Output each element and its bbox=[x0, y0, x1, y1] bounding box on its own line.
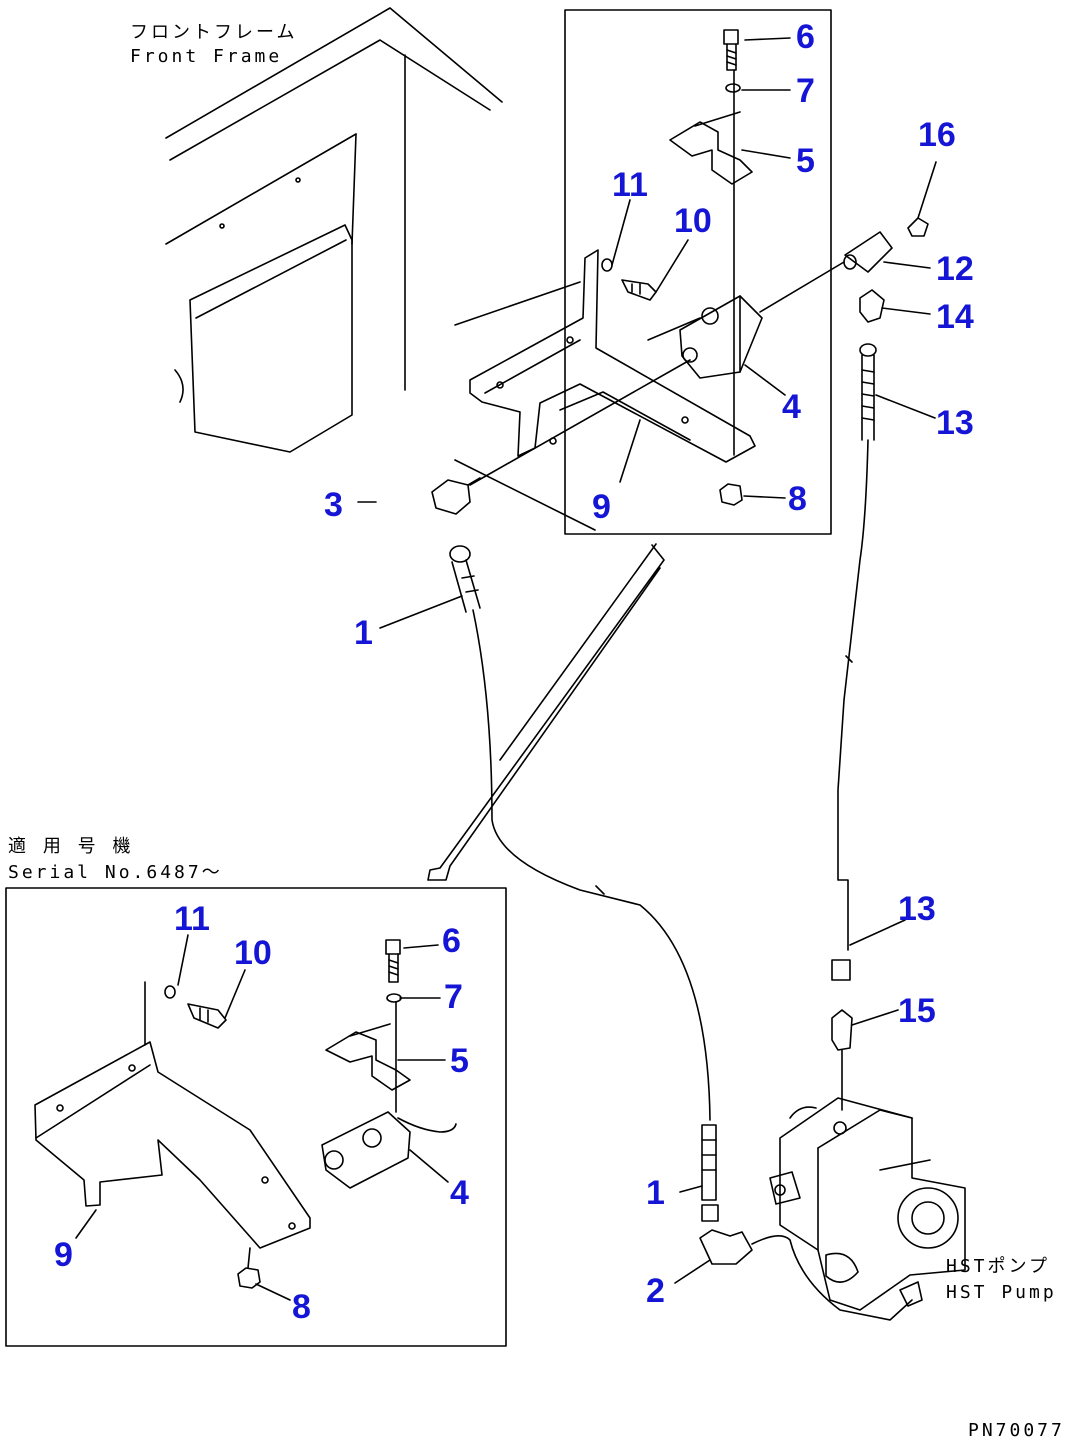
detail-switch-4 bbox=[321, 1111, 457, 1189]
hose-1 bbox=[449, 545, 719, 1222]
hst-pump-label-jp: HSTポンプ bbox=[946, 1256, 1050, 1277]
detail-callout-8: 8 bbox=[292, 1288, 311, 1326]
cap-16 bbox=[907, 217, 929, 237]
main-detail-frame bbox=[564, 9, 832, 535]
adapter-14 bbox=[859, 289, 885, 323]
callout-numbers: 6 7 5 11 10 16 12 14 4 13 3 9 8 1 13 15 … bbox=[54, 18, 974, 1326]
callout-6: 6 bbox=[796, 18, 815, 56]
callout-2: 2 bbox=[646, 1272, 665, 1310]
drawing-code: PN70077 bbox=[968, 1420, 1065, 1441]
callout-4: 4 bbox=[782, 388, 801, 426]
detail-clamp-5 bbox=[325, 1023, 411, 1091]
front-frame-label-jp: フロントフレーム bbox=[130, 22, 297, 43]
serial-label-en: Serial No.6487～ bbox=[8, 862, 223, 883]
main-switch-4 bbox=[647, 295, 763, 379]
callout-13-top: 13 bbox=[936, 404, 974, 442]
adapter-15 bbox=[831, 1009, 853, 1111]
detail-callout-5: 5 bbox=[450, 1042, 469, 1080]
serial-label-jp: 適 用 号 機 bbox=[8, 836, 134, 857]
front-frame bbox=[165, 7, 596, 531]
callout-14: 14 bbox=[936, 298, 974, 336]
detail-bolt-6 bbox=[385, 939, 401, 983]
main-clamp-5 bbox=[669, 111, 753, 185]
detail-callout-9: 9 bbox=[54, 1236, 73, 1274]
main-washer-11 bbox=[601, 258, 613, 272]
detail-nut-8 bbox=[237, 1267, 261, 1289]
elbow-2 bbox=[699, 1229, 753, 1265]
hst-pump-label-en: HST Pump bbox=[946, 1282, 1057, 1303]
serial-detail-frame bbox=[5, 887, 507, 1347]
callout-10: 10 bbox=[674, 202, 712, 240]
sensor-12 bbox=[759, 231, 893, 313]
callout-3: 3 bbox=[324, 486, 343, 524]
main-bolt-10 bbox=[621, 279, 657, 301]
detail-arrow bbox=[427, 543, 665, 881]
captions: フロントフレーム Front Frame 適 用 号 機 Serial No.6… bbox=[8, 22, 1065, 1441]
detail-callout-4: 4 bbox=[450, 1174, 469, 1212]
callout-11: 11 bbox=[612, 166, 648, 204]
callout-1-bottom: 1 bbox=[646, 1174, 665, 1212]
detail-callout-11: 11 bbox=[174, 900, 210, 938]
main-nut-8 bbox=[719, 483, 743, 506]
detail-bracket bbox=[34, 981, 311, 1269]
hst-pump bbox=[751, 1097, 966, 1321]
callout-15: 15 bbox=[898, 992, 936, 1030]
main-connector-3 bbox=[431, 359, 691, 515]
detail-bolt-10 bbox=[187, 1003, 227, 1029]
callout-1-top: 1 bbox=[354, 614, 373, 652]
detail-washer-11 bbox=[164, 985, 176, 999]
callout-12: 12 bbox=[936, 250, 974, 288]
main-bolt-6 bbox=[723, 29, 739, 71]
detail-callout-7: 7 bbox=[444, 978, 463, 1016]
callout-8: 8 bbox=[788, 480, 807, 518]
callout-5: 5 bbox=[796, 142, 815, 180]
main-bracket bbox=[469, 249, 756, 463]
detail-washer-7 bbox=[386, 993, 402, 1003]
callout-16: 16 bbox=[918, 116, 956, 154]
detail-callout-6: 6 bbox=[442, 922, 461, 960]
callout-7: 7 bbox=[796, 72, 815, 110]
callout-13-bottom: 13 bbox=[898, 890, 936, 928]
front-frame-label-en: Front Frame bbox=[130, 46, 282, 67]
callout-9: 9 bbox=[592, 488, 611, 526]
cable-13 bbox=[831, 343, 877, 981]
leader-lines bbox=[75, 37, 937, 1301]
detail-callout-10: 10 bbox=[234, 934, 272, 972]
main-washer-7 bbox=[725, 83, 741, 93]
